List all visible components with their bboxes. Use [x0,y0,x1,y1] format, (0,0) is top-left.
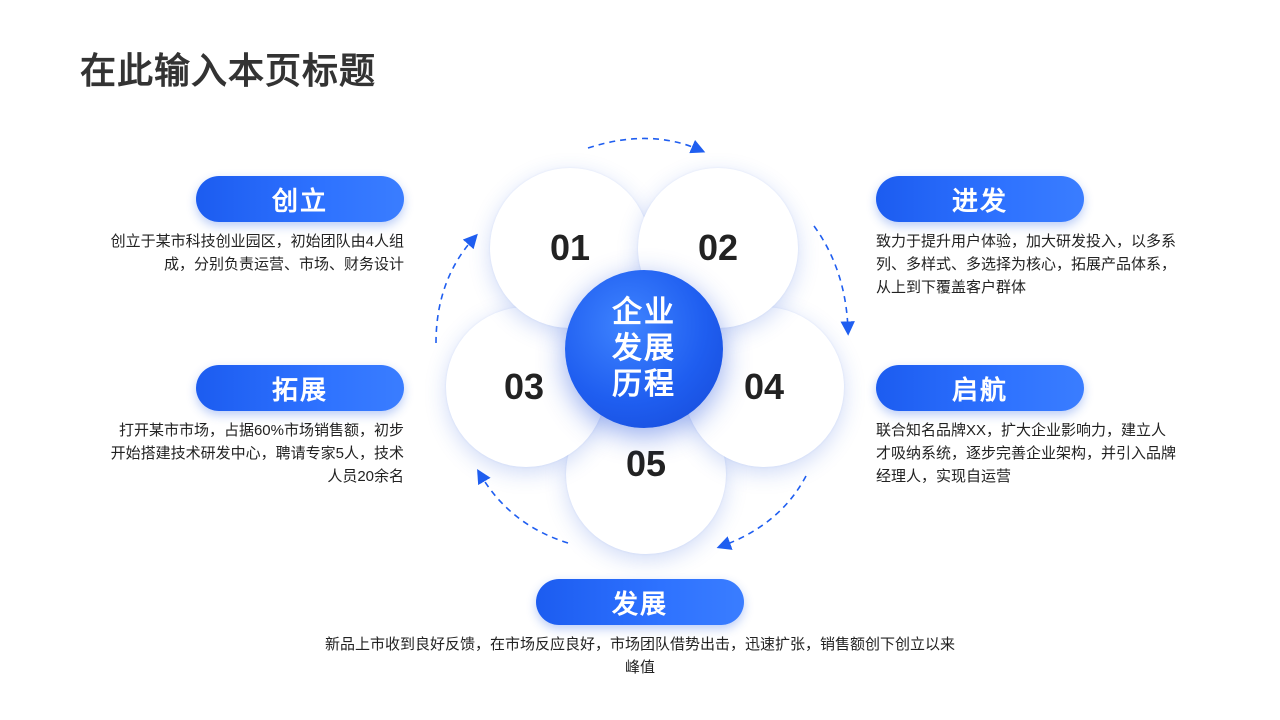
stage-desc-qihang: 联合知名品牌XX，扩大企业影响力，建立人才吸纳系统，逐步完善企业架构，并引入品牌… [876,422,1177,485]
stage-label: 进发 [951,185,1008,216]
petal-number: 01 [549,227,591,268]
stage-desc-jinfa: 致力于提升用户体验，加大研发投入，以多系列、多样式、多选择为核心，拓展产品体系，… [876,233,1177,296]
petal-number: 02 [697,227,739,268]
page-title: 在此输入本页标题 [80,50,377,91]
arrow-top [587,137,706,154]
petal-number: 04 [743,366,785,407]
stage-pill-tuozhan: 拓展 [196,365,404,411]
arrow-bottom-left [477,469,569,544]
stage-pill-qihang: 启航 [876,365,1084,411]
arrow-left [435,233,478,344]
stage-pill-fazhan: 发展 [536,579,744,625]
petal-number: 03 [503,366,545,407]
stage-pill-jinfa: 进发 [876,176,1084,222]
center-label: 企业发展历程 [612,296,676,401]
stage-pill-chuangli: 创立 [196,176,404,222]
stage-label: 拓展 [271,374,328,405]
stage-label: 发展 [611,588,668,619]
petal-number: 05 [625,443,667,484]
arrow-right [813,225,855,336]
center-circle: 企业发展历程 [565,270,723,428]
stage-label: 启航 [951,374,1008,405]
stage-label: 创立 [271,185,328,216]
arrow-bottom-right [716,475,807,550]
stage-desc-tuozhan: 打开某市市场，占据60%市场销售额，初步开始搭建技术研发中心，聘请专家5人，技术… [110,422,404,485]
stage-desc-chuangli: 创立于某市科技创业园区，初始团队由4人组成，分别负责运营、市场、财务设计 [110,233,404,273]
stage-desc-fazhan: 新品上市收到良好反馈，在市场反应良好，市场团队借势出击，迅速扩张，销售额创下创立… [324,636,955,676]
